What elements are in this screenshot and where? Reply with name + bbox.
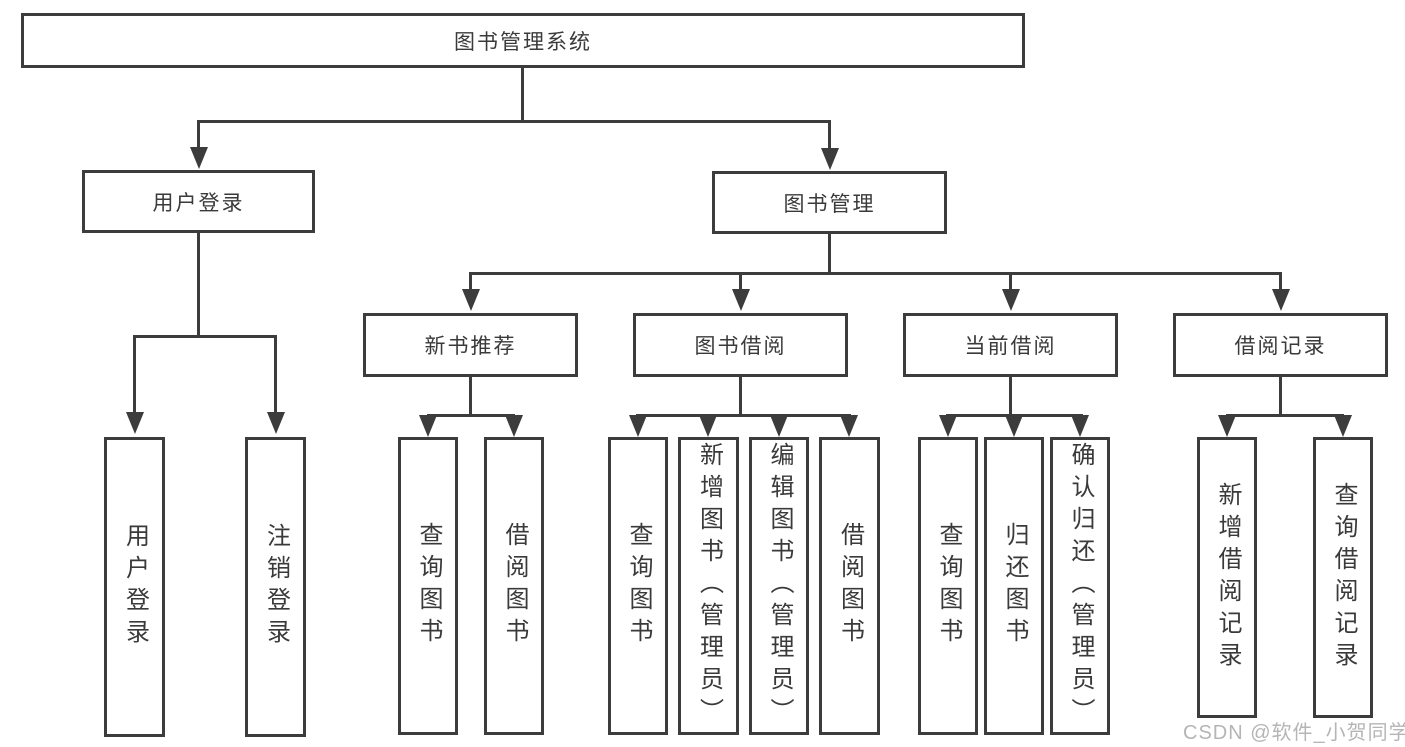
arrowhead-down-icon — [190, 147, 208, 169]
node-label: 当前借阅 — [964, 335, 1057, 358]
node-label: 借阅记录 — [1234, 335, 1327, 358]
leaf-label: 新增图书（管理员） — [695, 442, 723, 730]
arrowhead-down-icon — [126, 412, 144, 434]
leaf-search-books-borrowing: 查询图书 — [608, 437, 668, 735]
leaf-label: 编辑图书（管理员） — [766, 442, 793, 730]
arrowhead-down-icon — [840, 415, 858, 437]
leaf-search-borrow-record: 查询借阅记录 — [1313, 437, 1373, 718]
leaf-label: 借阅图书 — [836, 522, 864, 650]
leaf-logout: 注销登录 — [245, 437, 306, 737]
leaf-borrow-books-recommend: 借阅图书 — [484, 437, 544, 735]
leaf-edit-book-admin: 编辑图书（管理员） — [749, 437, 809, 735]
arrowhead-down-icon — [462, 289, 480, 311]
edge-records-vline — [1279, 377, 1282, 417]
node-user-login: 用户登录 — [82, 170, 315, 233]
leaf-label: 用户登录 — [121, 523, 149, 651]
arrowhead-down-icon — [1002, 289, 1020, 311]
leaf-return-book: 归还图书 — [984, 437, 1044, 735]
edge-new-book-hline — [427, 414, 515, 417]
leaf-search-books-current: 查询图书 — [918, 437, 978, 735]
arrowhead-down-icon — [1334, 415, 1352, 437]
leaf-label: 借阅图书 — [501, 522, 528, 650]
edge-root-stem-user-login — [197, 120, 200, 148]
arrowhead-down-icon — [699, 415, 717, 437]
edge-book-mgmt-stem-1 — [469, 272, 472, 290]
node-label: 用户登录 — [152, 191, 245, 215]
arrowhead-down-icon — [505, 415, 523, 437]
node-borrowing-records: 借阅记录 — [1173, 313, 1388, 377]
edge-book-mgmt-stem-4 — [1279, 272, 1282, 290]
leaf-label: 新增借阅记录 — [1214, 481, 1241, 674]
arrowhead-down-icon — [1272, 289, 1290, 311]
edge-borrowing-hline — [636, 414, 851, 417]
edge-current-vline — [1009, 377, 1012, 417]
arrowhead-down-icon — [629, 415, 647, 437]
leaf-user-login: 用户登录 — [104, 437, 165, 737]
node-label: 新书推荐 — [424, 335, 517, 358]
edge-records-hline — [1226, 414, 1344, 417]
edge-root-hline — [197, 120, 831, 123]
edge-borrowing-vline — [739, 377, 742, 417]
edge-root-stem-book-mgmt — [828, 120, 831, 148]
leaf-label: 查询图书 — [415, 522, 442, 650]
node-label: 图书借阅 — [694, 335, 787, 358]
edge-root-vline — [521, 68, 524, 123]
leaf-label: 查询图书 — [935, 522, 962, 650]
edge-user-login-hline — [133, 335, 277, 338]
edge-user-login-stem-2 — [274, 335, 277, 413]
leaf-borrow-books-borrowing: 借阅图书 — [819, 437, 880, 735]
leaf-label: 注销登录 — [262, 523, 290, 651]
arrowhead-down-icon — [419, 415, 437, 437]
arrowhead-down-icon — [267, 412, 285, 434]
arrowhead-down-icon — [1005, 415, 1023, 437]
edge-new-book-vline — [469, 377, 472, 417]
arrowhead-down-icon — [770, 415, 788, 437]
node-label: 图书管理 — [783, 192, 876, 216]
arrowhead-down-icon — [1218, 415, 1236, 437]
leaf-add-borrow-record: 新增借阅记录 — [1197, 437, 1257, 718]
leaf-label: 归还图书 — [1001, 522, 1028, 650]
edge-book-mgmt-hline — [469, 272, 1282, 275]
csdn-watermark: CSDN @软件_小贺同学 — [1183, 722, 1405, 744]
node-book-management: 图书管理 — [712, 171, 947, 234]
edge-book-mgmt-stem-2 — [739, 272, 742, 290]
leaf-add-book-admin: 新增图书（管理员） — [678, 437, 739, 735]
leaf-confirm-return-admin: 确认归还（管理员） — [1050, 437, 1110, 735]
edge-book-mgmt-vline — [828, 234, 831, 274]
node-new-book-recommendation: 新书推荐 — [363, 313, 578, 377]
node-library-management-system: 图书管理系统 — [21, 13, 1025, 68]
leaf-label: 查询借阅记录 — [1330, 481, 1357, 674]
edge-user-login-stem-1 — [133, 335, 136, 413]
arrowhead-down-icon — [821, 148, 839, 170]
leaf-search-books-recommend: 查询图书 — [398, 437, 458, 735]
arrowhead-down-icon — [1071, 415, 1089, 437]
arrowhead-down-icon — [732, 289, 750, 311]
leaf-label: 确认归还（管理员） — [1067, 442, 1094, 730]
leaf-label: 查询图书 — [625, 522, 652, 650]
edge-book-mgmt-stem-3 — [1009, 272, 1012, 290]
node-current-borrowing: 当前借阅 — [903, 313, 1118, 377]
arrowhead-down-icon — [939, 415, 957, 437]
node-book-borrowing: 图书借阅 — [633, 313, 848, 377]
node-label: 图书管理系统 — [454, 30, 592, 54]
edge-user-login-vline — [197, 233, 200, 337]
